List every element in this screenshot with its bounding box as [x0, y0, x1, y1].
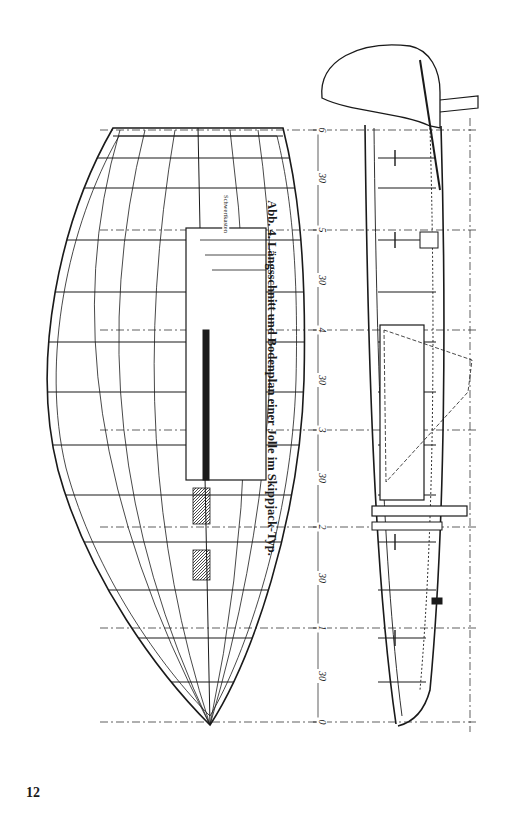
hull-outline	[47, 128, 304, 725]
transom	[113, 136, 283, 137]
drawing-group	[30, 45, 478, 732]
mast-step	[372, 522, 442, 530]
hull-inner-line	[56, 136, 296, 716]
centerboard	[384, 330, 472, 482]
station-line	[100, 230, 478, 231]
dimension-label: 30	[317, 273, 327, 287]
bottom-plan	[30, 128, 310, 725]
dimension-label: 30	[317, 171, 327, 185]
frame-rib	[30, 589, 310, 590]
cleat	[432, 598, 442, 604]
tiller	[440, 96, 478, 112]
section-frame	[378, 291, 436, 292]
section-frame	[378, 187, 436, 188]
rudder-blade	[322, 45, 440, 128]
step-edge	[205, 255, 266, 256]
dimension-label: 30	[317, 669, 327, 683]
section-frame	[378, 157, 436, 158]
dimension-label: 30	[317, 373, 327, 387]
dimension-label: 2	[317, 523, 327, 532]
frame-rib	[30, 637, 310, 638]
figure-caption: Abb. 4. Längsschnitt und Bodenplan einer…	[266, 200, 279, 556]
thwart	[420, 232, 438, 248]
dimension-label: 5	[317, 226, 327, 235]
station-line	[100, 130, 478, 131]
station-line	[100, 722, 478, 723]
rudder-stock	[420, 60, 440, 190]
dimension-label: 30	[317, 471, 327, 485]
dimension-label: 4	[317, 326, 327, 335]
centerboard-slot	[203, 330, 209, 480]
part-label: Schwertkasten	[223, 193, 230, 235]
hatched-block	[193, 488, 210, 524]
inner-parts	[30, 128, 310, 725]
frame-rib	[30, 187, 310, 188]
hatched-block	[193, 550, 210, 580]
frame-knee	[394, 534, 395, 550]
step-edge	[212, 270, 266, 271]
page-number: 12	[24, 786, 42, 800]
dimension-label: 6	[317, 126, 327, 135]
frame-knee	[394, 630, 395, 646]
step-edge	[200, 240, 266, 241]
dimension-label: 1	[317, 624, 327, 633]
dimension-label: 3	[317, 426, 327, 435]
dimension-label: 0	[317, 718, 327, 727]
centerboard-trunk	[380, 325, 424, 500]
frame-rib	[30, 681, 310, 682]
section-frame	[378, 589, 436, 590]
frame-knee	[394, 232, 395, 248]
mast-thwart	[372, 506, 467, 516]
floor-board	[186, 228, 266, 480]
section-frame	[378, 541, 436, 542]
frame-knee	[394, 150, 395, 166]
dimension-label: 30	[317, 571, 327, 585]
longitudinal-section	[322, 45, 478, 726]
station-line	[100, 628, 478, 629]
section-frame	[378, 681, 426, 682]
section-frame	[378, 637, 426, 638]
station-line	[470, 118, 471, 732]
